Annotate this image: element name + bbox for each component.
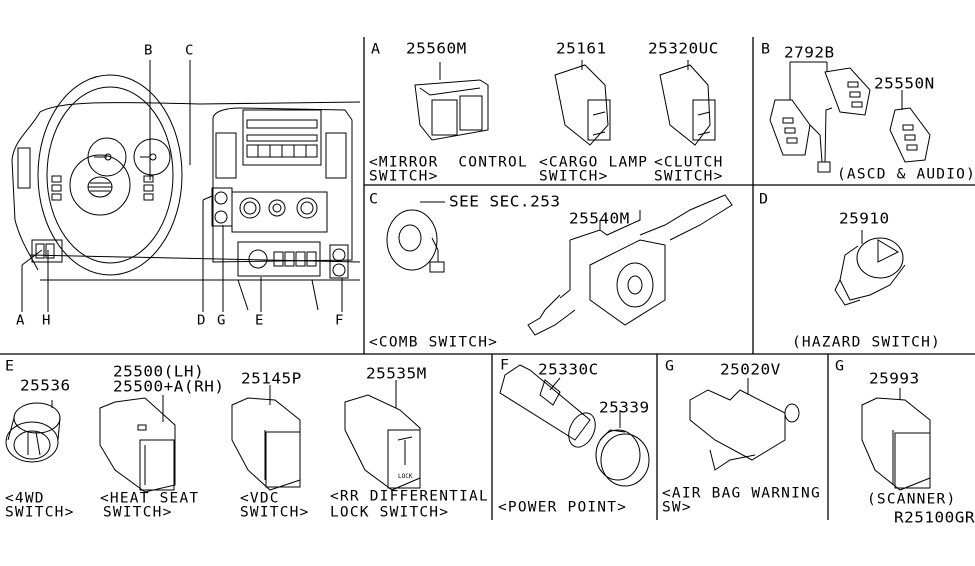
part-number[interactable]: 25550N	[874, 74, 935, 93]
dashboard-overview-drawing	[12, 60, 360, 312]
callout-f: F	[335, 313, 344, 329]
part-25536-drawing	[6, 400, 60, 462]
part-caption: <4WD	[5, 491, 45, 507]
section-caption: <COMB SWITCH>	[369, 335, 499, 351]
section-letter: A	[371, 40, 381, 58]
section-letter: D	[759, 190, 769, 208]
part-25535m-drawing: LOCK	[345, 380, 420, 490]
section-letter: E	[5, 357, 15, 375]
section-caption: <POWER POINT>	[498, 500, 628, 516]
part-number[interactable]: 25339	[599, 398, 650, 417]
part-25330c-drawing	[500, 365, 600, 451]
part-25910-drawing	[835, 230, 905, 305]
part-number[interactable]: 25320UC	[648, 39, 719, 58]
part-number[interactable]: 25161	[556, 39, 607, 58]
part-25993-drawing	[862, 388, 930, 490]
part-number[interactable]: 25540M	[569, 209, 630, 228]
callout-g: G	[217, 313, 226, 329]
section-letter: F	[500, 356, 510, 374]
section-caption: <AIR BAG WARNING	[662, 486, 821, 502]
part-caption: LOCK SWITCH>	[330, 505, 450, 521]
section-caption: (SCANNER)	[867, 492, 957, 508]
part-caption: SWITCH>	[5, 505, 75, 521]
section-letter: B	[761, 40, 771, 58]
part-number[interactable]: 25536	[20, 376, 71, 395]
part-caption: SWITCH>	[654, 169, 724, 185]
callout-h: H	[42, 313, 51, 329]
spiral-cable-drawing	[387, 202, 445, 272]
section-caption: SW>	[662, 500, 692, 516]
part-caption: SWITCH>	[539, 169, 609, 185]
section-caption: (HAZARD SWITCH)	[792, 335, 941, 351]
part-number[interactable]: 25500+A(RH)	[113, 377, 225, 396]
part-25339-drawing	[596, 410, 649, 486]
callout-e: E	[255, 313, 264, 329]
callout-b: B	[144, 43, 153, 59]
callout-c: C	[185, 43, 194, 59]
part-number[interactable]: 25330C	[538, 360, 599, 379]
part-25020v-drawing	[690, 378, 799, 470]
part-number[interactable]: 25993	[869, 369, 920, 388]
part-number[interactable]: 25145P	[241, 369, 302, 388]
part-25161-drawing	[555, 60, 610, 145]
part-number[interactable]: 25560M	[406, 39, 467, 58]
diagram-reference-code: R25100GR	[894, 508, 975, 527]
part-caption: <MIRROR CONTROL	[369, 155, 528, 171]
part-caption: <RR DIFFERENTIAL	[330, 489, 489, 505]
section-letter: G	[835, 357, 845, 375]
part-25540m-drawing	[528, 195, 732, 335]
part-2792b-drawing	[770, 62, 870, 172]
part-caption: <HEAT SEAT	[100, 491, 200, 507]
part-number[interactable]: 25020V	[720, 360, 781, 379]
part-caption: <CLUTCH	[654, 155, 724, 171]
section-letter: C	[369, 190, 379, 208]
part-caption: SWITCH>	[240, 505, 310, 521]
part-number[interactable]: 25535M	[366, 364, 427, 383]
section-letter: G	[665, 357, 675, 375]
part-caption: SWITCH>	[103, 505, 173, 521]
part-caption: SWITCH>	[369, 169, 439, 185]
callout-a: A	[16, 313, 25, 329]
part-number[interactable]: 25500(LH)	[113, 362, 205, 381]
callout-d: D	[197, 313, 206, 329]
part-caption: <CARGO LAMP	[539, 155, 649, 171]
part-25320uc-drawing	[660, 60, 715, 145]
part-25145p-drawing	[232, 385, 300, 490]
part-number[interactable]: 2792B	[784, 43, 835, 62]
part-caption: <VDC	[240, 491, 280, 507]
part-number[interactable]: 25910	[839, 209, 890, 228]
section-reference[interactable]: SEE SEC.253	[449, 192, 561, 211]
svg-text:LOCK: LOCK	[398, 473, 413, 480]
part-25500-drawing	[100, 395, 175, 492]
part-25560m-drawing	[415, 62, 488, 140]
section-caption: (ASCD & AUDIO)	[837, 167, 975, 183]
part-25550n-drawing	[890, 90, 930, 162]
